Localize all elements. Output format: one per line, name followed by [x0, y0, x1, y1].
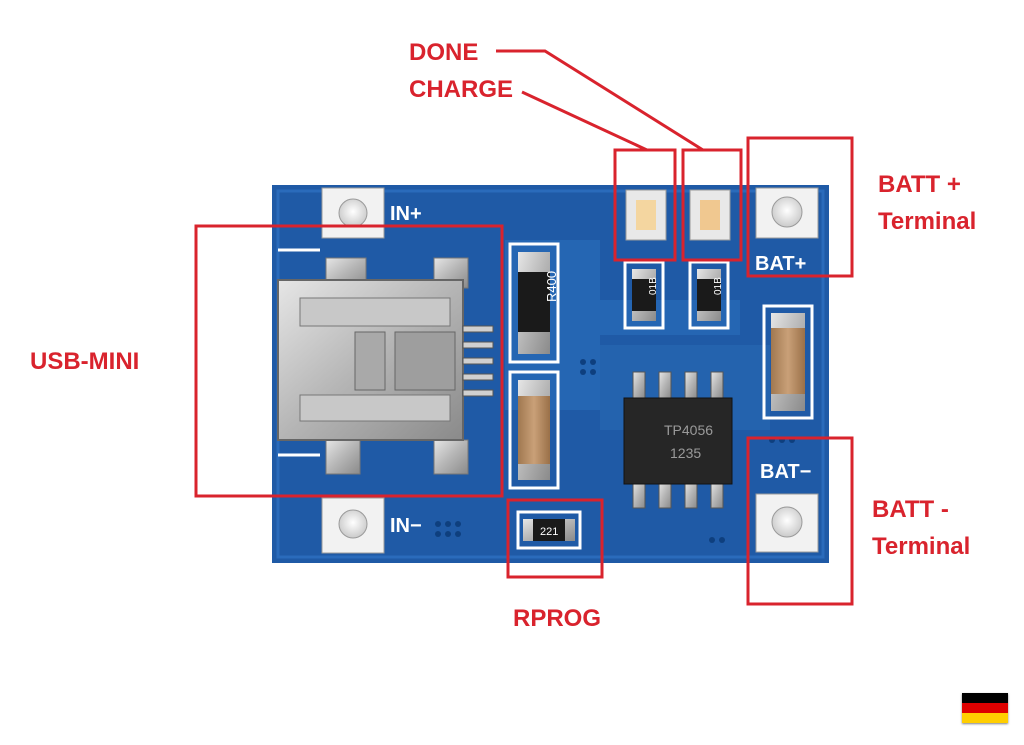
label-batt-minus-terminal: Terminal — [872, 533, 971, 560]
r01b-left-marking: 01B — [648, 277, 659, 295]
label-batt-plus-terminal: Terminal — [878, 208, 977, 235]
flag-stripe-red — [962, 703, 1008, 713]
bat-minus-pad — [755, 493, 819, 553]
charge-led-highlight — [681, 148, 743, 262]
in-minus-pad — [321, 497, 385, 554]
rprog-marking: 221 — [540, 526, 558, 538]
label-batt-minus: BATT - — [872, 496, 949, 523]
label-charge: CHARGE — [409, 76, 514, 103]
charge-led — [689, 189, 731, 241]
silk-bat-minus: BAT− — [760, 461, 811, 483]
r400-marking: R400 — [544, 271, 559, 302]
tp4056-chip: TP4056 1235 — [623, 371, 733, 509]
silk-in-plus: IN+ — [390, 203, 422, 225]
capacitor-left — [508, 370, 560, 490]
label-done: DONE — [409, 39, 479, 66]
rprog-resistor: 221 — [516, 510, 582, 550]
charge-leader-line — [521, 90, 648, 152]
capacitor-right — [762, 304, 814, 420]
silk-bat-plus: BAT+ — [755, 253, 806, 275]
resistor-01b-left: 01B — [623, 260, 665, 330]
label-batt-plus: BATT + — [878, 171, 961, 198]
chip-marking-line1: TP4056 — [664, 422, 713, 438]
bat-plus-pad — [755, 187, 819, 239]
batt-minus-highlight — [746, 436, 854, 606]
done-leader-line — [496, 49, 704, 152]
rprog-highlight — [506, 498, 604, 579]
usb-mini-connector — [277, 257, 494, 475]
label-usb-mini: USB-MINI — [30, 348, 140, 375]
in-plus-pad — [321, 187, 385, 239]
germany-flag-icon — [962, 693, 1008, 723]
batt-plus-highlight — [746, 136, 854, 278]
flag-stripe-gold — [962, 713, 1008, 723]
usb-mini-highlight — [194, 224, 504, 498]
label-rprog: RPROG — [513, 605, 602, 632]
resistor-01b-right: 01B — [688, 260, 730, 330]
silk-in-minus: IN− — [390, 515, 422, 537]
r01b-right-marking: 01B — [713, 277, 724, 295]
done-led — [625, 189, 667, 241]
flag-stripe-black — [962, 693, 1008, 703]
chip-marking-line2: 1235 — [670, 445, 701, 461]
r400-resistor: R400 — [508, 242, 560, 364]
